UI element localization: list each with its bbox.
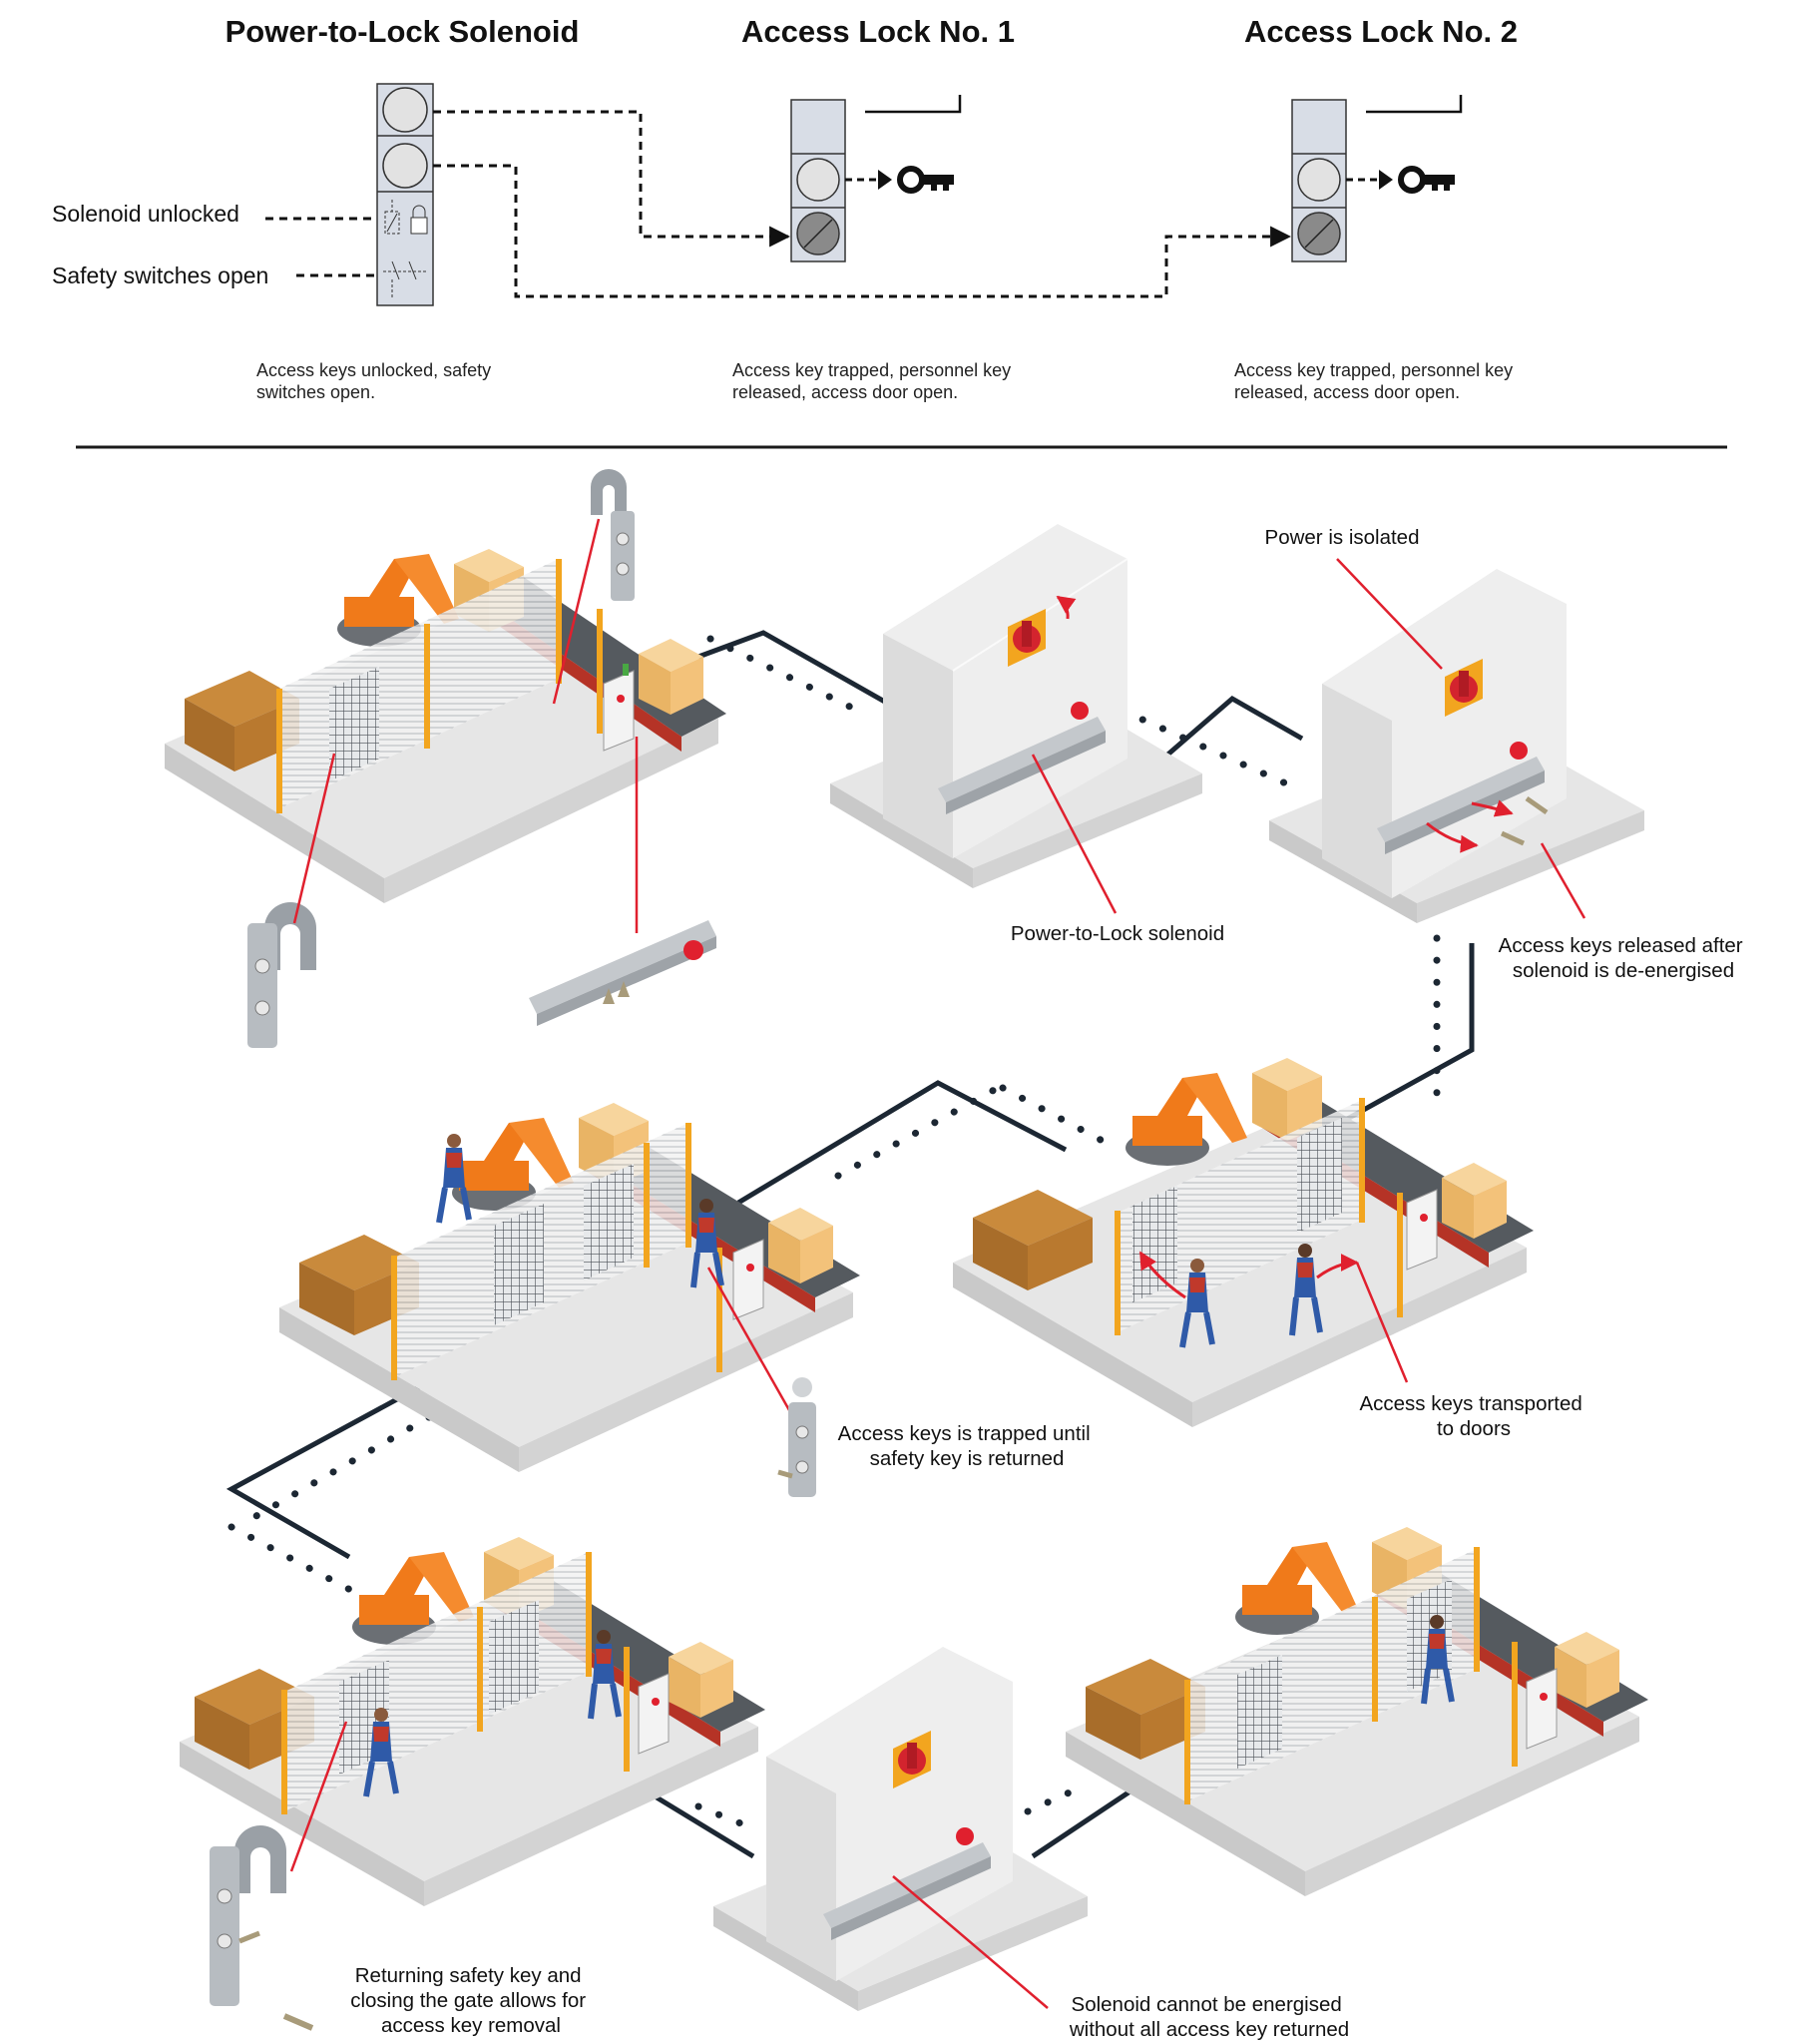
arrow-right-icon	[878, 170, 892, 190]
safety-key-switch	[247, 902, 316, 1048]
key-icon	[1346, 166, 1455, 194]
safety-fence	[276, 559, 603, 813]
arrow-right-icon	[1379, 170, 1393, 190]
callout-returning-key: Returning safety key and closing the gat…	[350, 1964, 592, 2037]
worker	[690, 1199, 724, 1288]
lock2-door-symbol	[1366, 95, 1463, 114]
lock2-title: Access Lock No. 2	[1244, 14, 1518, 49]
access-gate	[1237, 1655, 1282, 1769]
emergency-stop-icon	[1510, 742, 1528, 760]
rotary-isolator-switch-icon	[893, 1731, 931, 1788]
lock1-door-symbol	[865, 95, 962, 114]
solenoid-panel	[376, 83, 434, 306]
callout-line	[706, 1267, 795, 1418]
callout-keys-released: Access keys released after solenoid is d…	[1499, 934, 1749, 982]
power-to-lock-bar	[529, 920, 716, 1026]
robot-cell-3	[953, 1058, 1534, 1427]
emergency-stop-icon	[683, 940, 703, 960]
lock2-indicator-top	[1297, 158, 1341, 202]
worker	[1289, 1244, 1323, 1336]
callout-key-trapped: Access keys is trapped until safety key …	[838, 1422, 1097, 1470]
control-cabinet	[1406, 1189, 1438, 1271]
worker	[1421, 1615, 1455, 1705]
access-gate-open	[494, 1204, 544, 1325]
control-cabinet	[1526, 1668, 1558, 1750]
worker	[363, 1708, 399, 1797]
callout-line	[892, 1875, 1049, 2009]
control-cabinet	[732, 1239, 764, 1320]
callout-line	[1540, 842, 1586, 919]
worker	[1179, 1259, 1215, 1348]
trapped-key-switch	[777, 1377, 816, 1497]
access-gate-open	[584, 1164, 634, 1280]
safety-key-switch	[591, 469, 635, 601]
safety-key-switch	[210, 1825, 314, 2031]
isolator-station-1	[830, 524, 1202, 914]
callout-line	[1336, 558, 1443, 670]
solenoid-title: Power-to-Lock Solenoid	[226, 14, 580, 49]
emergency-stop-icon	[956, 1827, 974, 1845]
callout-power-isolated: Power is isolated	[1265, 526, 1420, 549]
access-gate	[1297, 1118, 1342, 1233]
callout-keys-transported: Access keys transported to doors	[1359, 1392, 1587, 1440]
worker	[436, 1134, 472, 1224]
access-gate	[1132, 1186, 1177, 1302]
emergency-stop-icon	[1071, 702, 1089, 720]
robot-cell-2	[279, 1103, 860, 1472]
callout-line	[1031, 754, 1118, 914]
industrial-robot	[337, 554, 459, 647]
safety-key-icon	[282, 2013, 314, 2031]
control-cabinet	[603, 664, 635, 752]
control-cabinet	[638, 1673, 670, 1755]
isolator-station-2	[1269, 558, 1644, 923]
access-gate	[489, 1600, 539, 1715]
caption-lock2: Access key trapped, personnel key releas…	[1234, 360, 1518, 402]
solenoid-indicator-bottom	[382, 143, 428, 189]
solenoid-indicator-top	[382, 87, 428, 133]
rotary-isolator-switch-icon	[1445, 659, 1483, 717]
robot-cell-5	[1066, 1527, 1648, 1896]
padlock-icon	[410, 217, 428, 235]
isolator-station-3	[713, 1647, 1088, 2011]
robot-cell-1	[165, 549, 726, 903]
route-key-to-lock1	[433, 110, 791, 248]
access-lock-2-panel	[1291, 95, 1463, 262]
callout-power-to-lock-solenoid: Power-to-Lock solenoid	[1011, 922, 1224, 945]
released-key-icon	[1500, 795, 1549, 846]
callout-cannot-energise: Solenoid cannot be energised without all…	[1069, 1993, 1349, 2041]
robot-cell-4	[180, 1537, 765, 1906]
callout-line	[1355, 1262, 1409, 1383]
callout-line	[289, 1721, 348, 1872]
label-safety-switches-open: Safety switches open	[52, 262, 268, 288]
rotary-isolator-switch-icon	[1008, 595, 1077, 667]
key-icon	[845, 166, 954, 194]
label-solenoid-unlocked: Solenoid unlocked	[52, 201, 239, 227]
caption-solenoid: Access keys unlocked, safety switches op…	[256, 360, 496, 402]
status-beacon	[623, 664, 629, 676]
lock1-title: Access Lock No. 1	[741, 14, 1015, 49]
route-key-to-lock2	[433, 164, 1292, 298]
access-gate	[329, 667, 379, 781]
caption-lock1: Access key trapped, personnel key releas…	[732, 360, 1016, 402]
callout-lines-cell-1	[292, 518, 639, 933]
lock1-indicator-top	[796, 158, 840, 202]
worker	[588, 1630, 622, 1720]
